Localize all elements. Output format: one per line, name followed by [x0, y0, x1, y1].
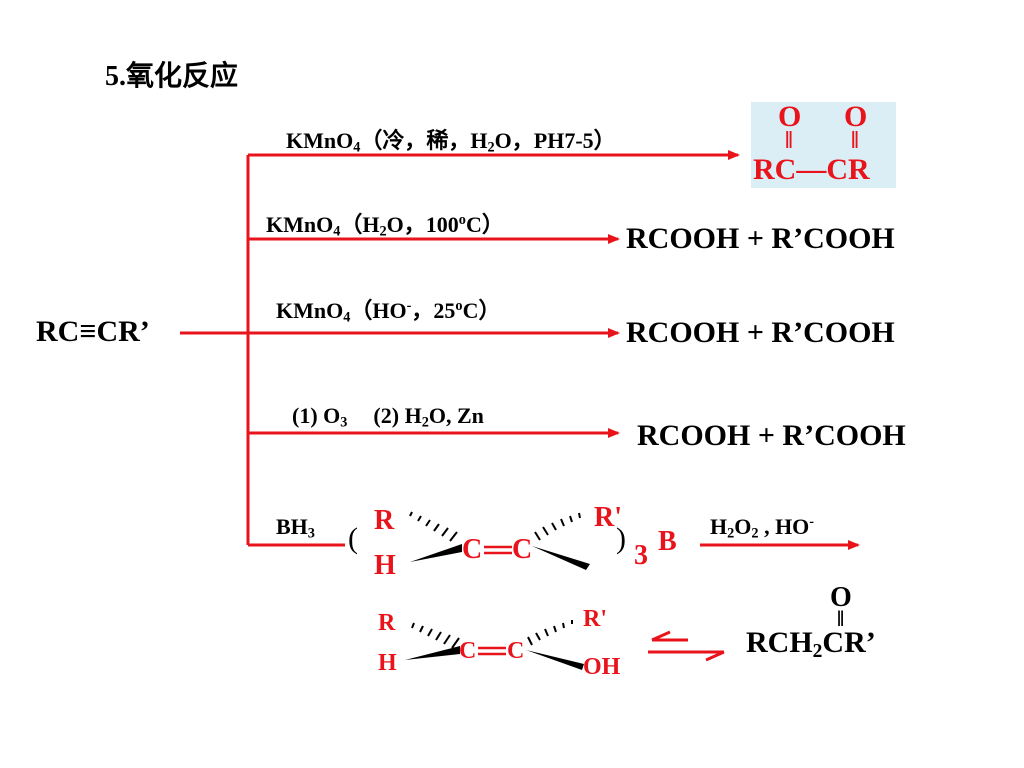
diketone-backbone: RC—CR — [753, 153, 870, 186]
paren-close: ) — [616, 522, 626, 555]
enol-r: R — [378, 610, 396, 636]
diketone-double-bond-2: ‖ — [851, 128, 859, 154]
reactant-left: RC — [36, 315, 80, 348]
condition-2: KMnO4（H2O，100oC） — [266, 212, 504, 240]
enol-hash-rprime — [527, 620, 573, 646]
equilibrium-arrows — [648, 630, 725, 662]
enol-oh: OH — [583, 654, 621, 680]
hydroboration-reagent: BH3 — [276, 514, 315, 542]
enol-c1: C — [459, 638, 477, 664]
enol-wedge-h — [405, 646, 460, 660]
diketone-double-bond-1: ‖ — [785, 128, 793, 154]
borane-bonds — [409, 511, 590, 570]
condition-3: KMnO4（HO-，25oC） — [276, 298, 501, 326]
condition-4: (1) O3(2) H2O, Zn — [292, 403, 484, 431]
enol-bonds — [405, 620, 584, 670]
page-title: 5.氧化反应 — [105, 61, 239, 92]
borane-h: H — [374, 550, 396, 581]
borane-count: 3 — [634, 540, 648, 571]
enol-c2: C — [507, 638, 525, 664]
ketone-double-bond: ‖ — [837, 606, 845, 631]
paren-open: ( — [348, 522, 358, 555]
hash-r-bond — [409, 511, 458, 542]
ketone-formula: RCH2CR’ — [746, 626, 876, 662]
diketone-oxygen-2: O — [844, 100, 868, 133]
enol-rprime: R' — [583, 606, 607, 632]
borane-c1: C — [462, 534, 483, 565]
hash-rprime-bond — [534, 512, 581, 541]
borane-r: R — [374, 505, 395, 536]
wedge-rprime-bond — [532, 546, 590, 570]
borane-c2: C — [512, 534, 533, 565]
diketone-oxygen-1: O — [778, 100, 802, 133]
product-acids-4: RCOOH + R’COOH — [637, 419, 906, 452]
ketone-oxygen: O — [830, 582, 852, 613]
triple-bond-symbol: ≡ — [79, 315, 97, 348]
reactant-alkyne: RC≡CR’ — [36, 315, 150, 349]
product-highlight-box — [751, 102, 896, 188]
product-acids-2: RCOOH + R’COOH — [626, 222, 895, 255]
product-acids-3: RCOOH + R’COOH — [626, 316, 895, 349]
boron-atom: B — [658, 526, 677, 557]
enol-wedge-oh — [526, 650, 584, 670]
oxidation-reagent: H2O2 , HO- — [710, 514, 815, 542]
enol-h: H — [378, 650, 397, 676]
reactant-right: CR’ — [96, 315, 150, 348]
borane-rprime: R' — [594, 502, 622, 533]
wedge-h-bond — [410, 544, 462, 562]
enol-hash-r — [411, 622, 460, 649]
condition-1: KMnO4（冷，稀，H2O，PH7-5） — [286, 128, 616, 156]
